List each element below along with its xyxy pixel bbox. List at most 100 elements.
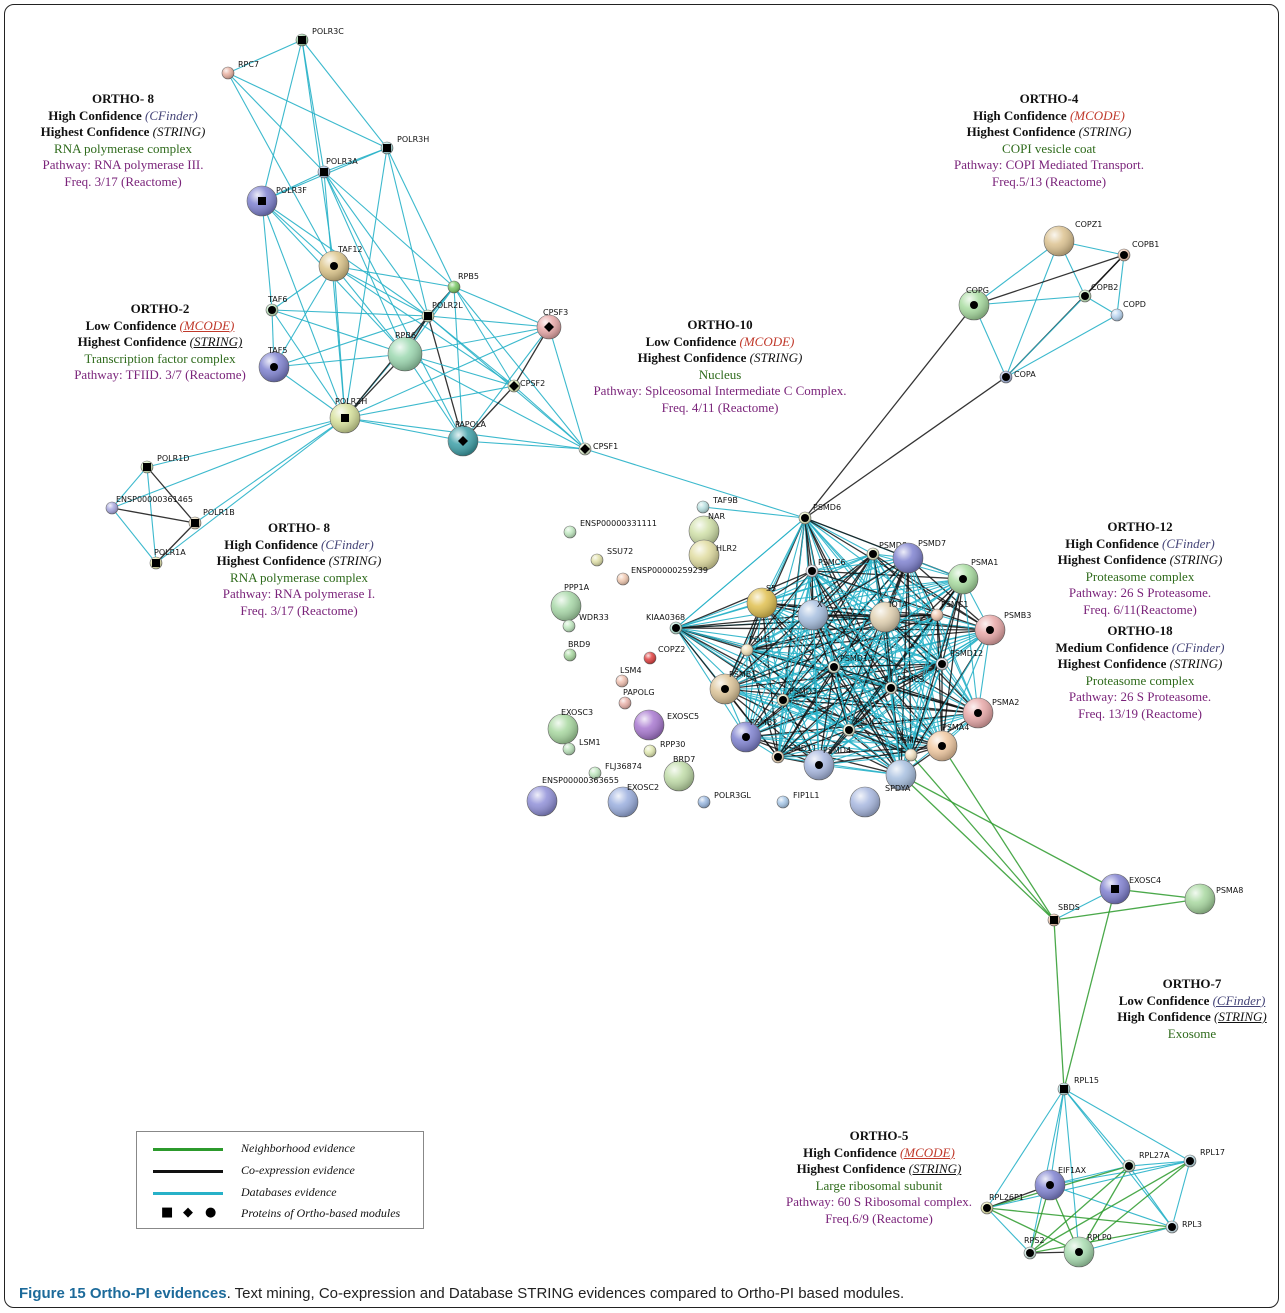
node-copb2[interactable]: COPB2	[1078, 283, 1118, 303]
node-wdr33[interactable]: WDR33	[562, 613, 609, 633]
node-copa[interactable]: COPA	[999, 370, 1036, 384]
node-psma2[interactable]: PSMA2	[962, 697, 1019, 729]
node-psmd7[interactable]: PSMD7	[892, 539, 946, 574]
node-kiaa0368[interactable]: KIAA0368	[646, 613, 685, 635]
node-cpsf3[interactable]: CPSF3	[536, 308, 568, 340]
node-psmc2[interactable]: PSMC2	[842, 717, 882, 737]
node-ssu72[interactable]: SSU72	[590, 547, 633, 567]
node-exosc3[interactable]: EXOSC3	[547, 708, 593, 745]
confidence-level: High Confidence	[224, 536, 322, 552]
node-rpl3[interactable]: RPL3	[1165, 1220, 1202, 1234]
node-polr2l[interactable]: POLR2L	[421, 301, 463, 323]
node-anon[interactable]	[849, 786, 881, 818]
node-psmd3[interactable]: PSMD3	[776, 687, 817, 707]
node-iota[interactable]: IOTA	[869, 600, 908, 633]
node-shine	[591, 554, 603, 566]
node-exosc2[interactable]: EXOSC2	[607, 783, 659, 818]
node-psmb1[interactable]: PSMB1	[709, 670, 756, 705]
pathway-line: Pathway: 26 S Proteasome.	[1068, 689, 1212, 704]
node-exosc4[interactable]: EXOSC4	[1099, 873, 1161, 905]
node-cpsf2[interactable]: CPSF2	[507, 379, 545, 393]
node-hlr2[interactable]: HLR2	[688, 539, 737, 571]
node-taf12[interactable]: TAF12	[318, 245, 363, 282]
dot-marker-icon	[1120, 251, 1128, 259]
node-x[interactable]: X	[797, 599, 829, 631]
dot-marker-icon	[869, 550, 877, 558]
node-copg[interactable]: COPG	[958, 286, 990, 321]
node-ensp00000363655[interactable]: ENSP00000363655	[526, 776, 619, 817]
node-spdya[interactable]: SPDYA	[885, 759, 917, 793]
node-polr1b[interactable]: POLR1B	[188, 508, 235, 530]
node-polr3c[interactable]: POLR3C	[295, 27, 344, 47]
node-lsm4[interactable]: LSM4	[615, 666, 642, 688]
dot-marker-icon	[270, 363, 278, 371]
edge-PSMB2-X	[745, 614, 814, 738]
node-copz2[interactable]: COPZ2	[643, 645, 685, 665]
node-psmd6[interactable]: PSMD6	[798, 503, 841, 525]
node-rpl17[interactable]: RPL17	[1183, 1148, 1225, 1168]
node-taf9b[interactable]: TAF9B	[696, 496, 738, 514]
node-lsm1[interactable]: LSM1	[562, 738, 601, 756]
node-brd7[interactable]: BRD7	[663, 755, 695, 792]
node-polr1d[interactable]: POLR1D	[140, 454, 189, 474]
node-psmb3[interactable]: PSMB3	[974, 611, 1031, 646]
node-psmd12[interactable]: PSMD12	[935, 649, 983, 671]
node-rpc7[interactable]: RPC7	[221, 60, 259, 80]
node-psmc6[interactable]: PSMC6	[805, 558, 845, 578]
node-psmc3[interactable]: PSMC3	[884, 675, 924, 695]
node-nar[interactable]: NAR	[688, 512, 725, 547]
node-shine	[448, 281, 460, 293]
node-psma1[interactable]: PSMA1	[947, 558, 998, 595]
node-copz1[interactable]: COPZ1	[1043, 220, 1102, 257]
node-label: PSMD6	[813, 503, 841, 512]
node-exosc5[interactable]: EXOSC5	[633, 709, 699, 741]
node-sbds[interactable]: SBDS	[1047, 903, 1080, 927]
node-ensp00000361465[interactable]: ENSP00000361465	[105, 495, 193, 515]
edge-POLR3A-PAPOLA	[323, 171, 464, 442]
node-rps2[interactable]: RPS2	[1023, 1236, 1045, 1260]
node-rpb5[interactable]: RPB5	[447, 272, 479, 294]
node-shine	[106, 502, 118, 514]
edge-KIAA0368-PSMB2	[675, 627, 747, 738]
node-ppp1a[interactable]: PPP1A	[550, 583, 590, 622]
node-psmd11[interactable]: PSMD11	[771, 744, 817, 764]
node-poh1[interactable]: POH1	[740, 635, 771, 657]
node-psma8[interactable]: PSMA8	[1184, 883, 1243, 915]
node-psmd13[interactable]: PSMD13	[827, 654, 873, 674]
node-papola[interactable]: PAPOLA	[447, 420, 487, 457]
node-taf5[interactable]: TAF5	[258, 346, 290, 383]
node-psmd8[interactable]: PSMD8	[866, 541, 907, 561]
node-ensp00000331111[interactable]: ENSP00000331111	[563, 519, 657, 539]
node-polr3f[interactable]: POLR3F	[246, 185, 307, 217]
node-psmd4[interactable]: PSMD4	[803, 746, 851, 781]
node-psma4[interactable]: PSMA4	[926, 723, 969, 762]
node-polr3a[interactable]: POLR3A	[317, 157, 358, 179]
node-papolg[interactable]: PAPOLG	[618, 688, 655, 710]
node-polr3gl[interactable]: POLR3GL	[697, 791, 751, 809]
node-psmc1[interactable]: PSMC1	[930, 600, 968, 622]
node-copb1[interactable]: COPB1	[1117, 240, 1159, 262]
node-flj36874[interactable]: FLJ36874	[588, 762, 642, 780]
node-eif1ax[interactable]: EIF1AX	[1034, 1166, 1087, 1201]
edge-PSMC2-PSMD13	[833, 666, 850, 731]
node-rpl15[interactable]: RPL15	[1057, 1076, 1099, 1096]
node-fip1l1[interactable]: FIP1L1	[776, 791, 819, 809]
node-rpl26p1[interactable]: RPL26P1	[980, 1193, 1024, 1215]
node-rplp0[interactable]: RPLP0	[1063, 1233, 1112, 1268]
node-ensp00000259239[interactable]: ENSP00000259239	[616, 566, 708, 586]
node-rpp30[interactable]: RPP30	[643, 740, 685, 758]
node-rpb6[interactable]: RPB6	[387, 331, 423, 372]
node-taf6[interactable]: TAF6	[265, 295, 287, 317]
node-polr3h[interactable]: POLR3H	[380, 135, 429, 155]
node-cpsf1[interactable]: CPSF1	[578, 442, 618, 456]
node-polr2h[interactable]: POLR2H	[329, 397, 367, 434]
diamond-marker-icon	[544, 322, 554, 332]
node-psma7[interactable]: PSMA7	[897, 736, 924, 762]
node-psmb2[interactable]: PSMB2	[730, 718, 777, 753]
node-polr1a[interactable]: POLR1A	[149, 548, 186, 570]
node-rpl27a[interactable]: RPL27A	[1122, 1151, 1170, 1173]
node-brd9[interactable]: BRD9	[563, 640, 590, 662]
node-s5[interactable]: S5	[746, 584, 778, 619]
node-copd[interactable]: COPD	[1110, 300, 1146, 322]
